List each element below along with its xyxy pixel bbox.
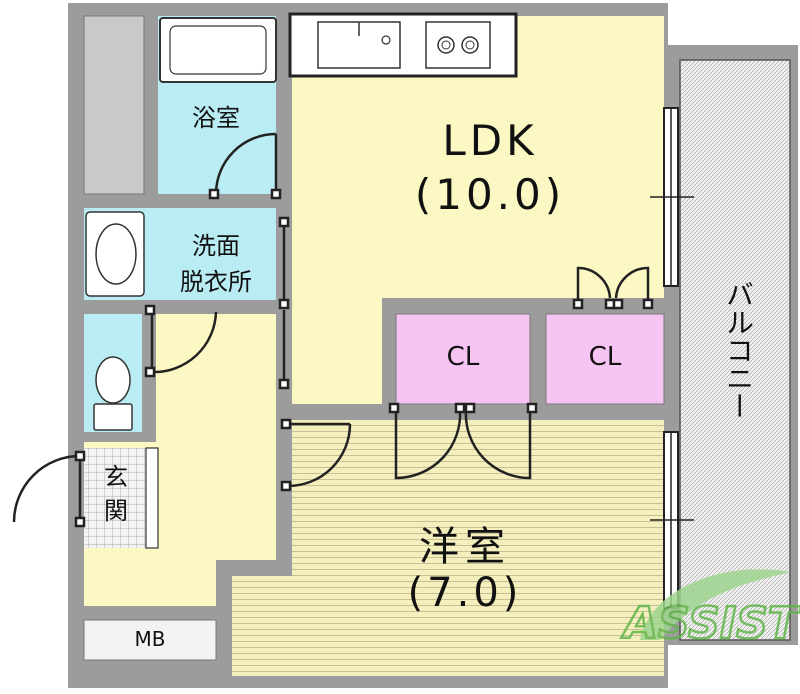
ldk-floor [292,16,664,404]
balcony-floor [679,59,791,641]
entrance-door [12,450,86,528]
closet-left-label: CL [446,342,480,372]
toilet-bowl [95,356,131,404]
washroom-door [278,216,290,390]
ldk-size-label: (10.0) [414,170,566,219]
closet-left-doors [388,402,538,480]
western-room-size-label: (7.0) [407,570,523,616]
toilet-door [144,304,218,378]
washroom-label-line1: 洗面 [192,232,240,260]
storage-strip [83,15,145,195]
closet-right-label: CL [588,342,622,372]
washbasin-bowl [95,223,137,285]
closet-right-doors [572,266,654,310]
balcony-label: バルコニー [722,280,755,420]
washroom-label-line2: 脱衣所 [180,268,252,296]
ldk-window [650,107,694,287]
svg-text:ASSIST: ASSIST [621,598,800,649]
meter-box [83,619,217,661]
ldk-label: LDK [442,116,538,165]
entrance-floor [84,448,156,548]
western-room-door [280,418,352,492]
entrance-step [145,447,159,549]
closet-right-floor [545,313,665,405]
western-room-label: 洋室 [419,524,511,570]
bathroom-door [208,132,282,200]
kitchen-counter [288,12,518,78]
bathroom-label: 浴室 [192,104,240,132]
meter-box-label: MB [134,627,166,651]
assist-logo: ASSIST [620,569,800,650]
western-room-floor [232,420,664,676]
bathtub-inner [169,25,267,75]
entrance-label: 玄関 [104,463,128,525]
toilet-tank [93,403,133,431]
